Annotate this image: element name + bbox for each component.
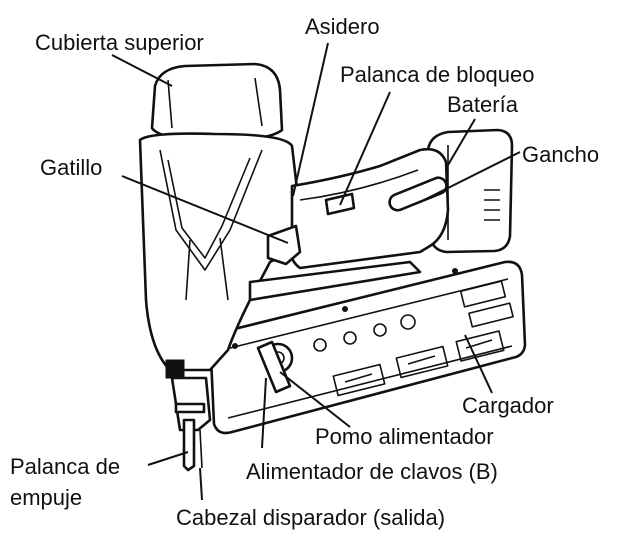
leader-asidero [293,43,328,196]
label-palanca-bloqueo: Palanca de bloqueo [340,62,535,87]
label-gatillo: Gatillo [40,155,102,180]
label-pomo-alimentador: Pomo alimentador [315,424,494,449]
label-palanca-empuje-line1: Palanca de [10,454,120,479]
label-cubierta-superior: Cubierta superior [35,30,204,55]
label-bateria: Batería [447,92,519,117]
label-cabezal-disparador: Cabezal disparador (salida) [176,505,445,530]
label-alimentador-clavos: Alimentador de clavos (B) [246,459,498,484]
label-gancho: Gancho [522,142,599,167]
label-cargador: Cargador [462,393,554,418]
leader-cubierta [112,55,172,86]
leader-cabezal [200,468,202,500]
label-palanca-empuje-line2: empuje [10,485,82,510]
leader-palanca-empuje [148,452,188,465]
label-asidero: Asidero [305,14,380,39]
nose-shape [166,360,210,470]
